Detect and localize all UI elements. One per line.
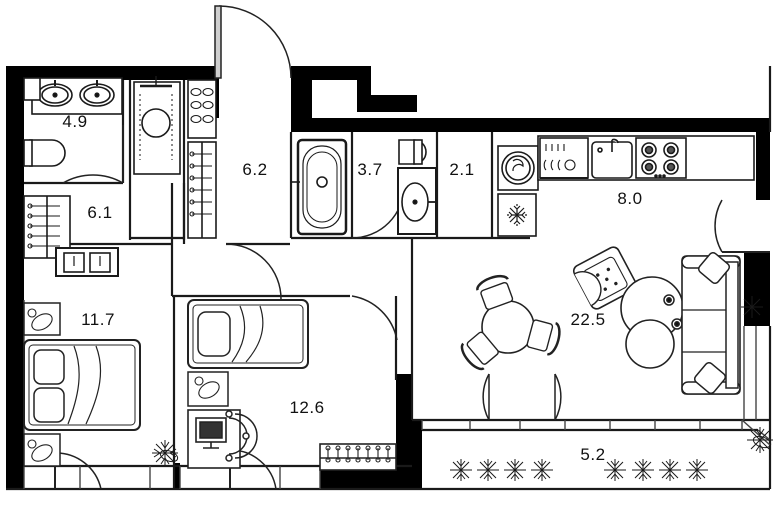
bed-double-inner <box>28 344 136 426</box>
room-label-balcony: 5.2 <box>580 445 606 464</box>
pillow-left-top <box>33 349 65 385</box>
dining-chair-1 <box>476 274 514 311</box>
armchair-icon <box>572 246 638 310</box>
lamp-icon-bottom <box>27 439 53 462</box>
monitor-screen <box>199 421 223 439</box>
closet-hangers <box>27 203 60 249</box>
door-balcony-left-swing <box>482 373 490 421</box>
door-balcony-frames <box>488 374 556 420</box>
wall-shaft-band2 <box>357 95 417 112</box>
desk-chair-icon <box>225 410 258 462</box>
window-right-living <box>743 326 757 420</box>
wardrobe-hall-hangers <box>189 151 212 217</box>
room-label-wardrobe: 6.1 <box>87 203 113 222</box>
door-bedroom1-swing <box>54 452 102 490</box>
dining-chair-3 <box>460 331 499 371</box>
door-balcony-right-swing <box>554 373 562 421</box>
shoe-pairs <box>190 87 214 124</box>
door-entrance-leaf <box>214 5 222 79</box>
wall-top-right <box>381 118 770 132</box>
kitchen-faucet <box>611 138 619 152</box>
room-label-bedroom-second: 12.6 <box>289 398 325 417</box>
toilet-49-icon <box>29 139 66 167</box>
pillow-left-bottom <box>33 387 65 423</box>
coffee-table-dot1b <box>666 297 672 303</box>
cabinet-corner-topleft <box>23 77 41 101</box>
snowflake-icon <box>507 204 527 226</box>
shoe-rack-icon <box>187 79 217 139</box>
dishwasher-glyphs <box>540 144 588 179</box>
shower-tray-dots <box>139 94 173 160</box>
window-balcony-run <box>421 420 743 430</box>
lamp-icon-top <box>27 308 53 331</box>
plants-balcony-right <box>604 459 708 481</box>
washing-machine-swirl <box>512 158 524 172</box>
plants-balcony-left <box>450 459 553 481</box>
plant-bedroom1 <box>152 440 179 466</box>
bathtub-drain <box>316 176 328 188</box>
wall-bottom-left-stub <box>6 466 24 489</box>
wall-bedroom-divider-low <box>174 463 180 489</box>
pillow-single <box>197 311 231 357</box>
furniture-group <box>23 246 741 471</box>
coffee-table-dot2b <box>674 321 680 327</box>
wall-top-mid-b <box>291 66 371 80</box>
bed-double-duvet <box>67 345 102 425</box>
coffee-table-small <box>625 319 675 369</box>
wall-balcony-left <box>412 420 422 489</box>
wall-right-mid <box>744 252 770 326</box>
sofa-backrest <box>725 261 739 389</box>
room-label-living-room: 22.5 <box>570 310 606 329</box>
door-bath49-swing <box>62 174 124 184</box>
sofa-cushion-lines <box>682 309 726 353</box>
wall-bedroom2-right <box>396 374 412 489</box>
wall-shaft-band <box>291 118 395 132</box>
wall-top-left <box>6 66 219 80</box>
room-label-master-bathroom: 4.9 <box>62 112 88 131</box>
wall-top-mid <box>291 66 312 130</box>
door-bedroom2-swing <box>351 295 398 341</box>
kitchen-sink-drain <box>597 147 603 153</box>
door-hall-swing <box>225 243 282 300</box>
cooktop-burners <box>641 142 679 178</box>
room-label-kitchen: 8.0 <box>617 189 643 208</box>
washbasin-right-drain <box>94 92 100 98</box>
doors-group <box>54 5 770 490</box>
washing-machine-drum-in <box>505 155 531 181</box>
room-label-bathroom: 3.7 <box>357 160 383 179</box>
room-label-hall: 6.2 <box>242 160 268 179</box>
room-label-bedroom-master: 11.7 <box>81 310 115 329</box>
plants-group <box>152 296 773 481</box>
dining-chair-2 <box>526 319 561 356</box>
door-entrance-swing <box>218 5 292 79</box>
plant-hall <box>741 296 763 318</box>
bathtub-inner <box>302 145 342 229</box>
sofa-pillow-top <box>697 251 731 285</box>
wall-left-exterior <box>6 66 24 489</box>
fixtures-group <box>23 76 755 277</box>
door-kitchen-swing <box>714 199 723 253</box>
washbasin-left-drain <box>52 92 58 98</box>
toilet-37-cistern <box>413 139 423 165</box>
closet-drawer-handles <box>73 256 101 266</box>
wardrobe-bedroom2-hangers <box>325 445 391 463</box>
wall-shaft-right <box>357 66 371 102</box>
washbasin-37-drain <box>412 199 418 205</box>
bed-single-duvet <box>231 305 264 363</box>
door-bath37-swing <box>351 185 405 239</box>
lamp-icon-bedroom2 <box>194 376 220 399</box>
wall-right-upper <box>756 118 770 200</box>
bed-single-inner <box>192 304 304 364</box>
plant-bedroom2 <box>747 427 773 453</box>
monitor-stand <box>203 442 219 449</box>
room-label-utility: 2.1 <box>449 160 475 179</box>
bathtub-inner2 <box>306 151 338 223</box>
sofa-pillow-bottom <box>693 361 727 395</box>
window-balcony-corner <box>741 419 771 446</box>
shower-drain-icon <box>141 108 171 138</box>
toilet-49-cistern <box>23 139 33 167</box>
